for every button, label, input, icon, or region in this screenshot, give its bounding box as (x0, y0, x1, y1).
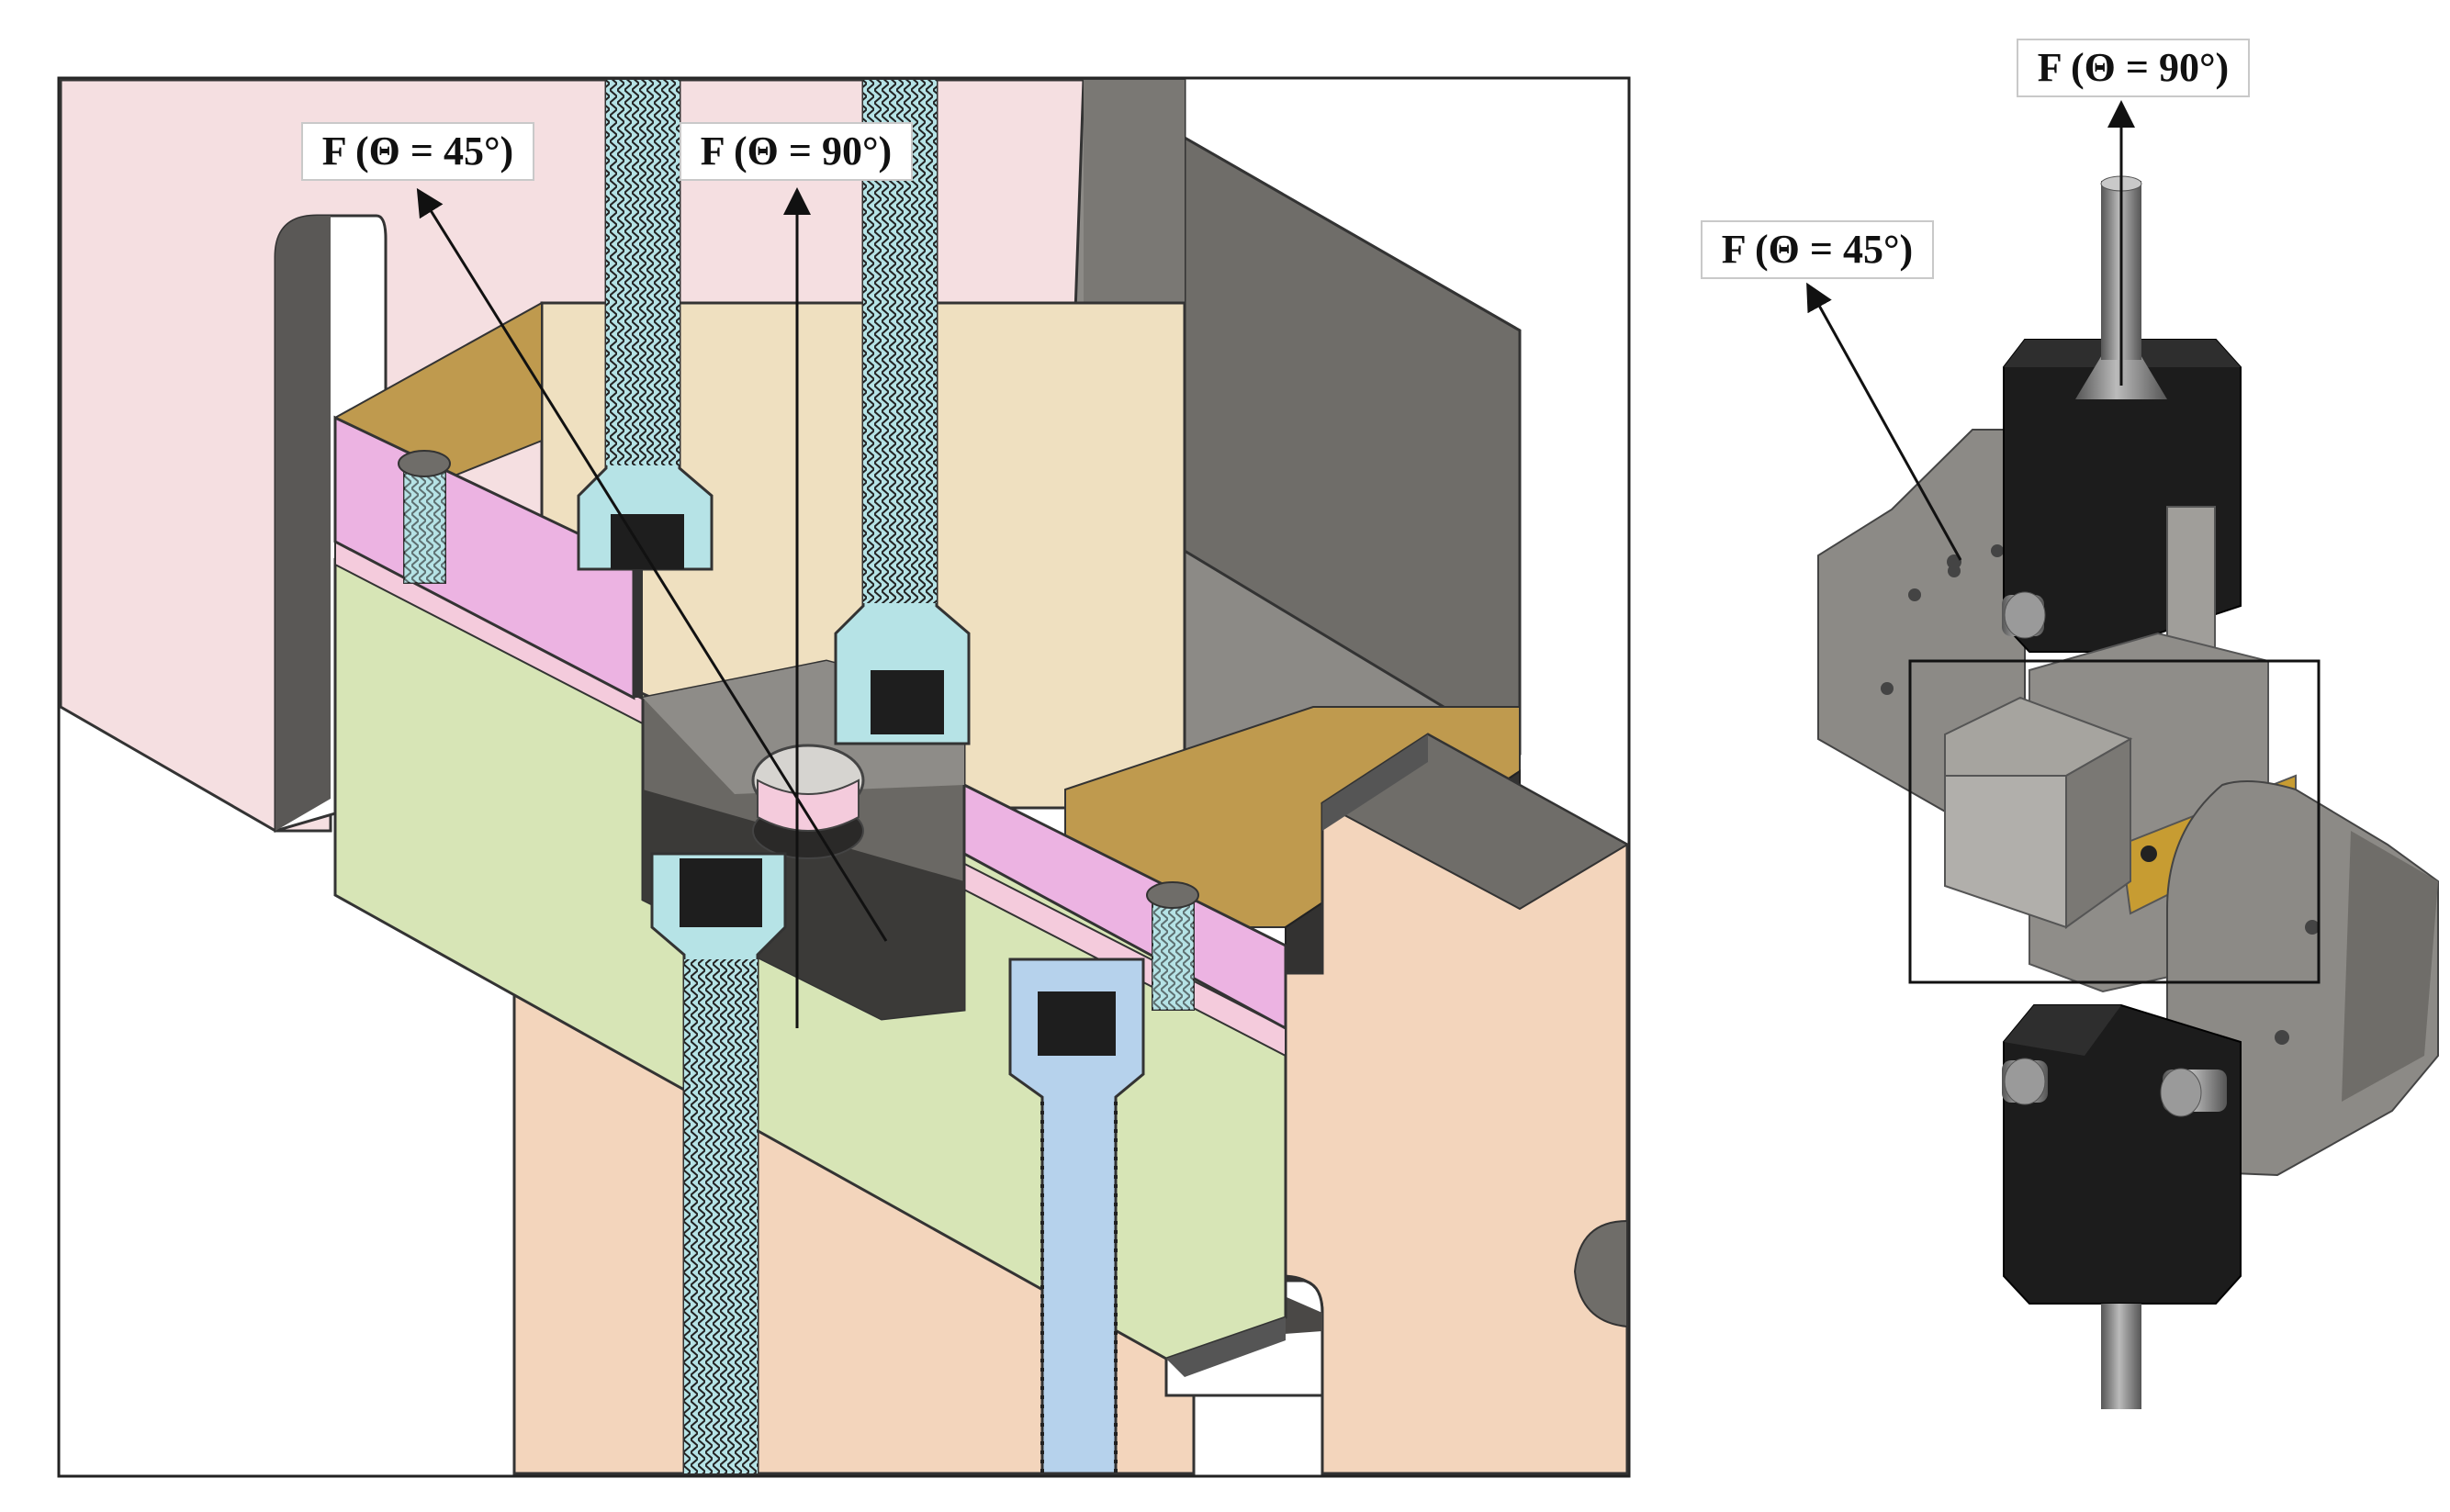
force-label-90-detail: F (Θ = 90°) (680, 122, 913, 181)
upper-pin (2002, 591, 2046, 639)
upper-bolt-left (577, 78, 714, 571)
fixture-force-arrow-45 (1806, 282, 1962, 561)
mounting-hole (1573, 1219, 1628, 1328)
lower-rod (2101, 1304, 2141, 1409)
force-label-45-fixture: F (Θ = 45°) (1701, 220, 1934, 279)
lower-pin-left (2002, 1058, 2048, 1105)
force-label-90-fixture: F (Θ = 90°) (2017, 39, 2250, 97)
lower-holder (2003, 1004, 2242, 1305)
center-block (1944, 775, 2067, 929)
fixture-view (1806, 100, 2439, 1409)
force-label-45-detail: F (Θ = 45°) (301, 122, 534, 181)
force-arrow-45 (416, 187, 888, 942)
detail-inset-box (1908, 659, 2321, 984)
screw-left (398, 450, 451, 584)
lower-pin-right (2160, 1068, 2227, 1117)
lower-bolt-left (650, 852, 787, 1475)
detail-view (57, 76, 1631, 1478)
screw-right (1146, 881, 1199, 1011)
lower-bolt-right (1008, 958, 1145, 1475)
